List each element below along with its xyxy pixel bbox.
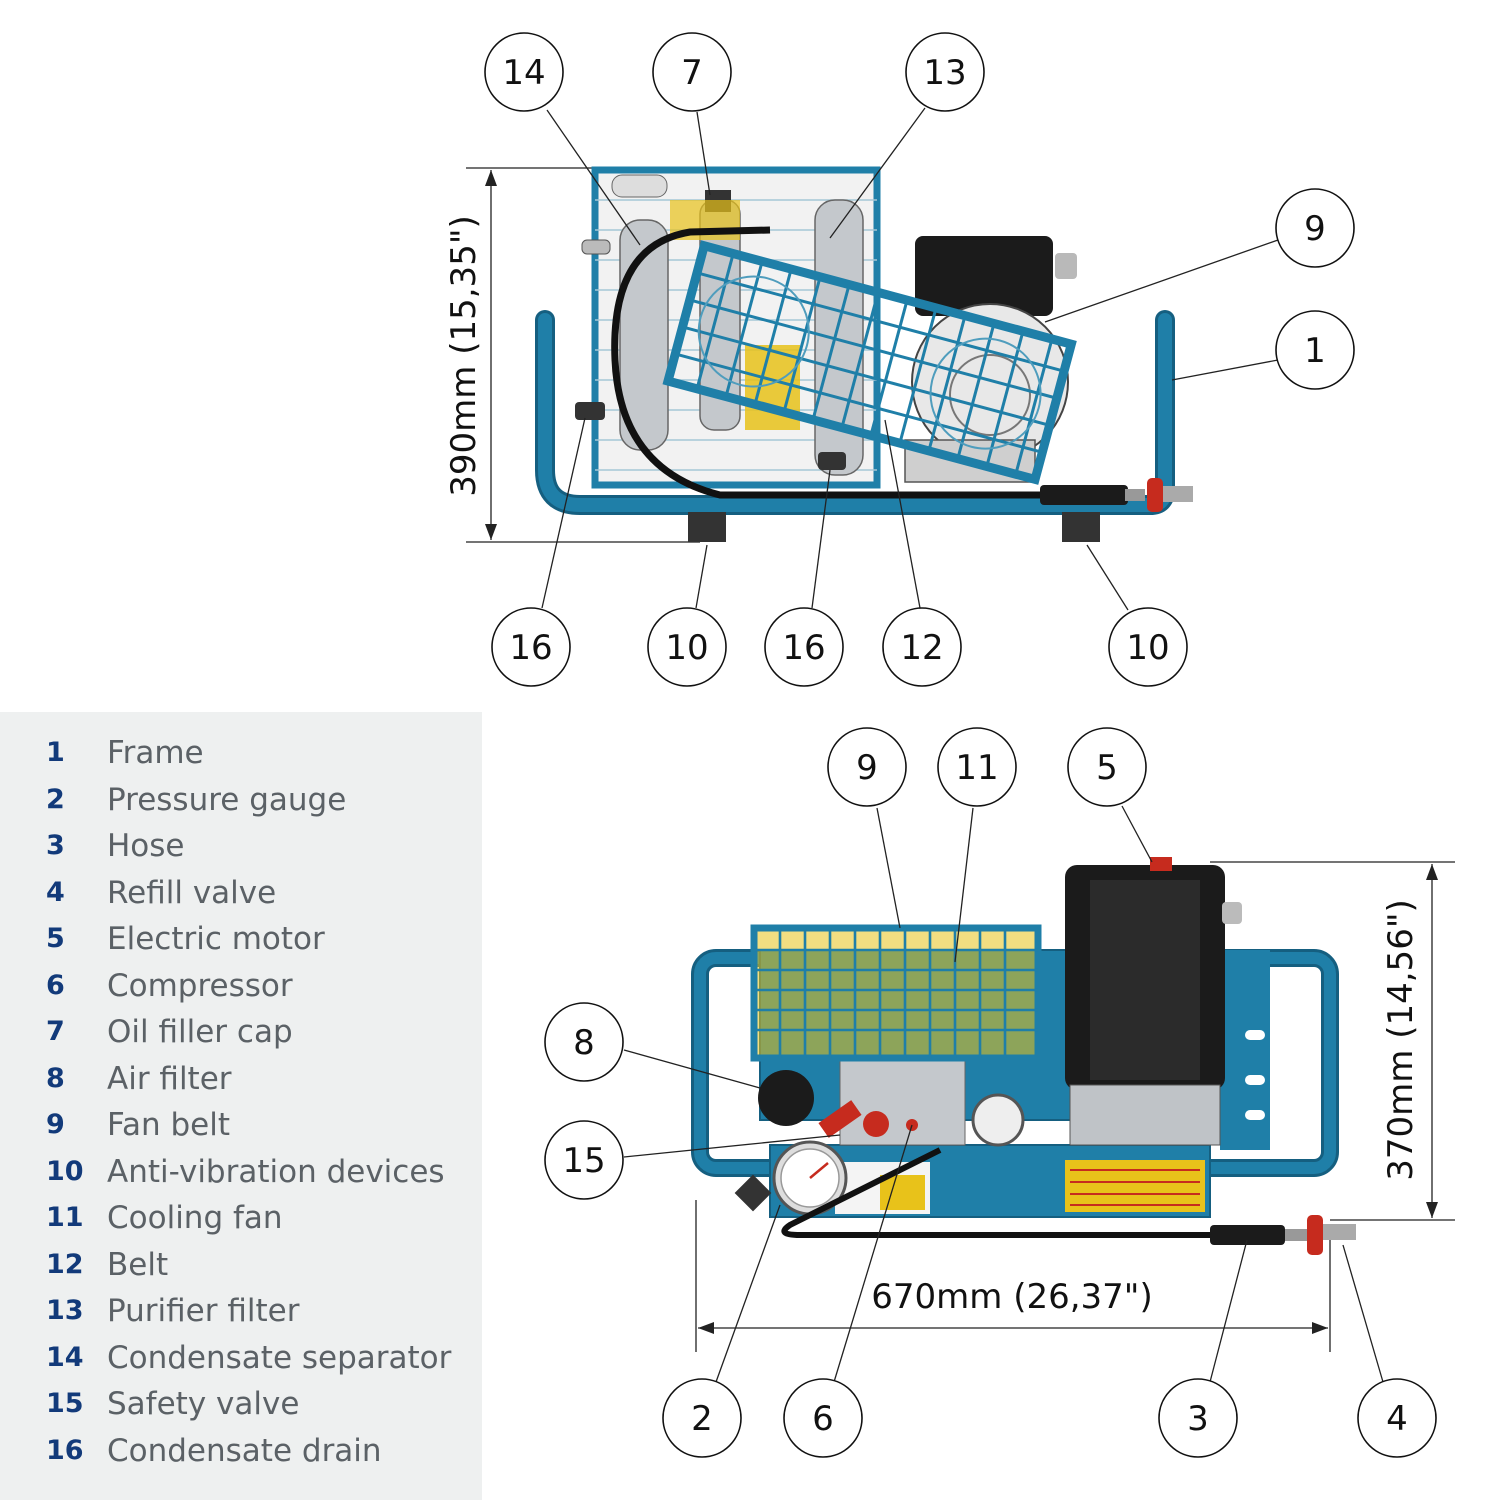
- legend-item: 12 Belt: [0, 1242, 482, 1288]
- legend-number: 15: [46, 1388, 84, 1419]
- callout-bot-9: 9: [827, 727, 907, 807]
- legend-number: 6: [46, 970, 65, 1001]
- legend-item: 5 Electric motor: [0, 916, 482, 962]
- legend-label: Pressure gauge: [107, 782, 347, 818]
- callout-number: 10: [1126, 628, 1169, 668]
- legend-item: 14 Condensate separator: [0, 1335, 482, 1381]
- callout-number: 13: [923, 53, 966, 93]
- legend-item: 3 Hose: [0, 823, 482, 869]
- callout-bot-4: 4: [1357, 1378, 1437, 1458]
- legend-item: 9 Fan belt: [0, 1102, 482, 1148]
- legend-number: 13: [46, 1295, 84, 1326]
- legend-label: Belt: [107, 1247, 169, 1283]
- top-view-drawing: [466, 166, 1193, 543]
- callout-top-16b: 16: [764, 607, 844, 687]
- legend-item: 11 Cooling fan: [0, 1195, 482, 1241]
- callout-number: 4: [1386, 1399, 1408, 1439]
- legend-label: Compressor: [107, 968, 293, 1004]
- legend-number: 16: [46, 1435, 84, 1466]
- legend-label: Hose: [107, 828, 185, 864]
- legend-number: 4: [46, 877, 65, 908]
- legend-label: Anti-vibration devices: [107, 1154, 445, 1190]
- callout-number: 12: [900, 628, 943, 668]
- callout-number: 9: [856, 748, 878, 788]
- legend-item: 2 Pressure gauge: [0, 777, 482, 823]
- callout-bot-3: 3: [1158, 1378, 1238, 1458]
- legend-item: 8 Air filter: [0, 1056, 482, 1102]
- callout-bot-15: 15: [544, 1120, 624, 1200]
- legend-item: 10 Anti-vibration devices: [0, 1149, 482, 1195]
- callout-bot-6: 6: [783, 1378, 863, 1458]
- legend-label: Air filter: [107, 1061, 232, 1097]
- legend-item: 7 Oil filler cap: [0, 1009, 482, 1055]
- legend-item: 13 Purifier filter: [0, 1288, 482, 1334]
- legend-item: 1 Frame: [0, 730, 482, 776]
- callout-bot-5: 5: [1067, 727, 1147, 807]
- legend-number: 5: [46, 923, 65, 954]
- callout-top-13: 13: [905, 32, 985, 112]
- callout-number: 15: [562, 1141, 605, 1181]
- callout-top-14: 14: [484, 32, 564, 112]
- callout-top-9: 9: [1275, 188, 1355, 268]
- callout-number: 10: [665, 628, 708, 668]
- callout-bot-11: 11: [937, 727, 1017, 807]
- legend-label: Frame: [107, 735, 204, 771]
- legend-label: Electric motor: [107, 921, 325, 957]
- callout-top-16a: 16: [491, 607, 571, 687]
- callout-number: 2: [691, 1399, 713, 1439]
- callout-top-1: 1: [1275, 310, 1355, 390]
- legend-number: 2: [46, 784, 65, 815]
- legend-number: 10: [46, 1156, 84, 1187]
- legend-item: 6 Compressor: [0, 963, 482, 1009]
- leader-lines: [541, 107, 1384, 1383]
- callout-number: 7: [681, 53, 703, 93]
- legend-label: Condensate separator: [107, 1340, 452, 1376]
- callout-number: 8: [573, 1023, 595, 1063]
- bottom-view-drawing: [691, 857, 1455, 1352]
- callout-number: 5: [1096, 748, 1118, 788]
- legend-label: Condensate drain: [107, 1433, 382, 1469]
- legend-label: Oil filler cap: [107, 1014, 293, 1050]
- callout-number: 16: [782, 628, 825, 668]
- callout-number: 1: [1304, 331, 1326, 371]
- legend-number: 3: [46, 830, 65, 861]
- callout-number: 14: [502, 53, 545, 93]
- callout-number: 16: [509, 628, 552, 668]
- callout-number: 9: [1304, 209, 1326, 249]
- legend-label: Cooling fan: [107, 1200, 283, 1236]
- callout-top-12: 12: [882, 607, 962, 687]
- callout-number: 11: [955, 748, 998, 788]
- legend-item: 4 Refill valve: [0, 870, 482, 916]
- callout-top-10a: 10: [647, 607, 727, 687]
- legend-number: 12: [46, 1249, 84, 1280]
- legend-number: 8: [46, 1063, 65, 1094]
- legend-number: 7: [46, 1016, 65, 1047]
- legend-label: Purifier filter: [107, 1293, 300, 1329]
- motor-body: [915, 236, 1053, 316]
- callout-top-7: 7: [652, 32, 732, 112]
- callout-bot-2: 2: [662, 1378, 742, 1458]
- callout-bot-8: 8: [544, 1002, 624, 1082]
- legend-number: 11: [46, 1202, 84, 1233]
- legend-number: 1: [46, 737, 65, 768]
- legend-number: 9: [46, 1109, 65, 1140]
- legend-panel: 1 Frame 2 Pressure gauge 3 Hose 4 Refill val…: [0, 712, 482, 1500]
- callout-number: 6: [812, 1399, 834, 1439]
- legend-number: 14: [46, 1342, 84, 1373]
- top-height-dimension: 390mm (15,35"): [444, 215, 484, 496]
- legend-item: 15 Safety valve: [0, 1381, 482, 1427]
- legend-item: 16 Condensate drain: [0, 1428, 482, 1474]
- callout-number: 3: [1187, 1399, 1209, 1439]
- bottom-width-dimension: 670mm (26,37"): [871, 1277, 1152, 1317]
- bottom-height-dimension: 370mm (14,56"): [1381, 899, 1421, 1180]
- legend-label: Refill valve: [107, 875, 277, 911]
- callout-top-10b: 10: [1108, 607, 1188, 687]
- legend-label: Fan belt: [107, 1107, 231, 1143]
- legend-label: Safety valve: [107, 1386, 300, 1422]
